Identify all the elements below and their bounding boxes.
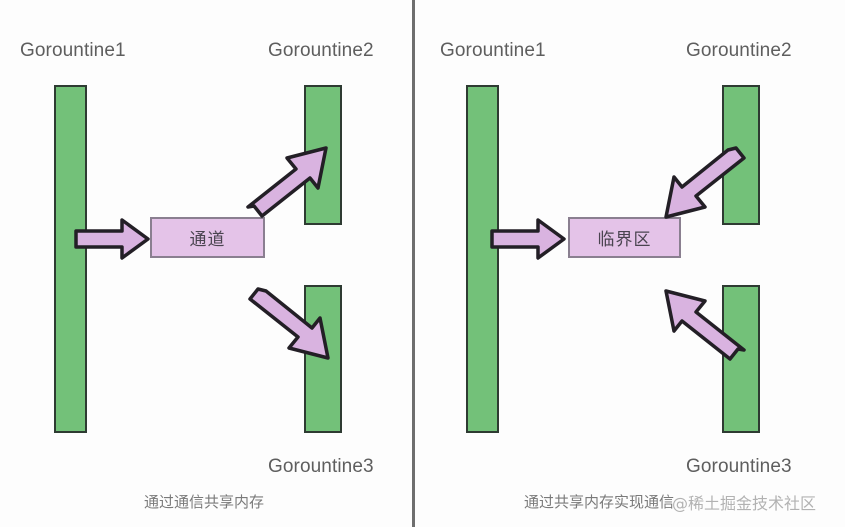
right-arrow-g3-to-critical-section [662, 281, 754, 361]
left-goroutine3-label: Gorountine3 [268, 456, 374, 477]
right-caption: 通过共享内存实现通信 [524, 493, 675, 511]
left-goroutine3-bar [304, 285, 342, 433]
right-goroutine3-label: Gorountine3 [686, 456, 792, 477]
watermark: @稀土掘金技术社区 [672, 494, 817, 513]
right-goroutine2-label: Gorountine2 [686, 40, 792, 61]
left-arrow-g1-to-channel [74, 215, 152, 263]
panel-divider [412, 0, 415, 527]
right-arrow-g2-to-critical-section [662, 140, 754, 220]
left-goroutine1-bar [54, 85, 87, 433]
left-arrow-channel-to-g3 [246, 281, 338, 361]
right-goroutine3-bar [722, 285, 760, 433]
left-goroutine1-label: Gorountine1 [20, 40, 126, 61]
right-arrow-g1-to-critical-section [490, 215, 568, 263]
left-channel-box: 通道 [150, 217, 265, 258]
left-goroutine2-label: Gorountine2 [268, 40, 374, 61]
left-caption: 通过通信共享内存 [144, 493, 265, 511]
left-arrow-channel-to-g2 [246, 140, 338, 220]
right-goroutine1-bar [466, 85, 499, 433]
right-critical-section-box: 临界区 [568, 217, 681, 258]
right-goroutine1-label: Gorountine1 [440, 40, 546, 61]
